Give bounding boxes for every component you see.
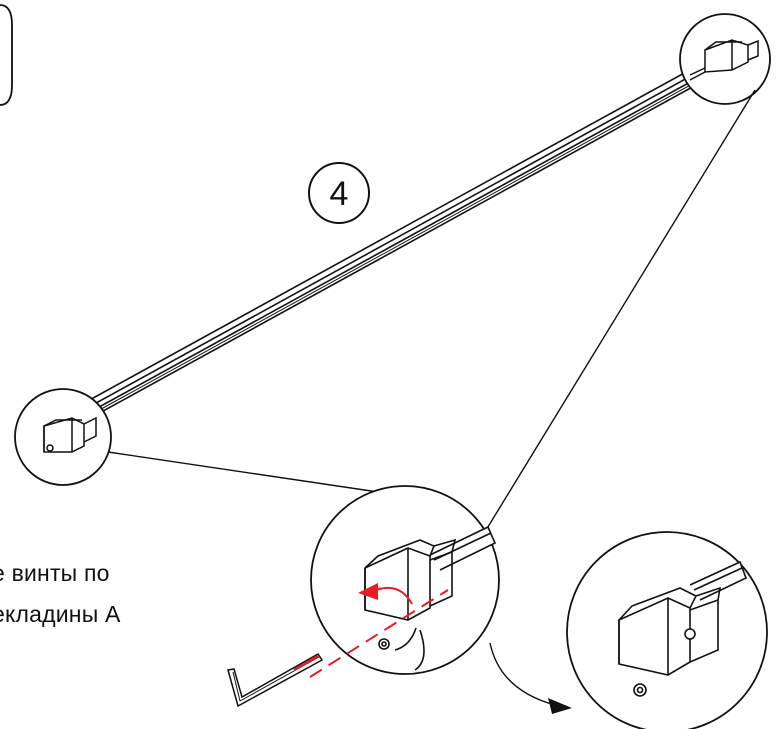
step-number: 4 bbox=[330, 175, 349, 213]
step-badge: 4 bbox=[308, 162, 370, 224]
enlarged-detail-result bbox=[566, 531, 768, 729]
left-end-detail bbox=[14, 388, 112, 486]
callout-lines bbox=[107, 89, 756, 536]
alignment-dashed-line bbox=[309, 589, 449, 678]
hex-key-icon bbox=[227, 653, 324, 708]
curved-arrow-icon bbox=[489, 642, 572, 714]
rotation-arrow-icon bbox=[358, 583, 413, 605]
enlarged-detail-tighten bbox=[309, 485, 500, 678]
crossbar bbox=[73, 53, 729, 423]
instruction-line-2: екладины А bbox=[0, 601, 121, 627]
right-end-detail bbox=[679, 13, 771, 105]
instruction-line-1: е винты по bbox=[0, 560, 110, 586]
previous-step-badge bbox=[0, 4, 13, 106]
